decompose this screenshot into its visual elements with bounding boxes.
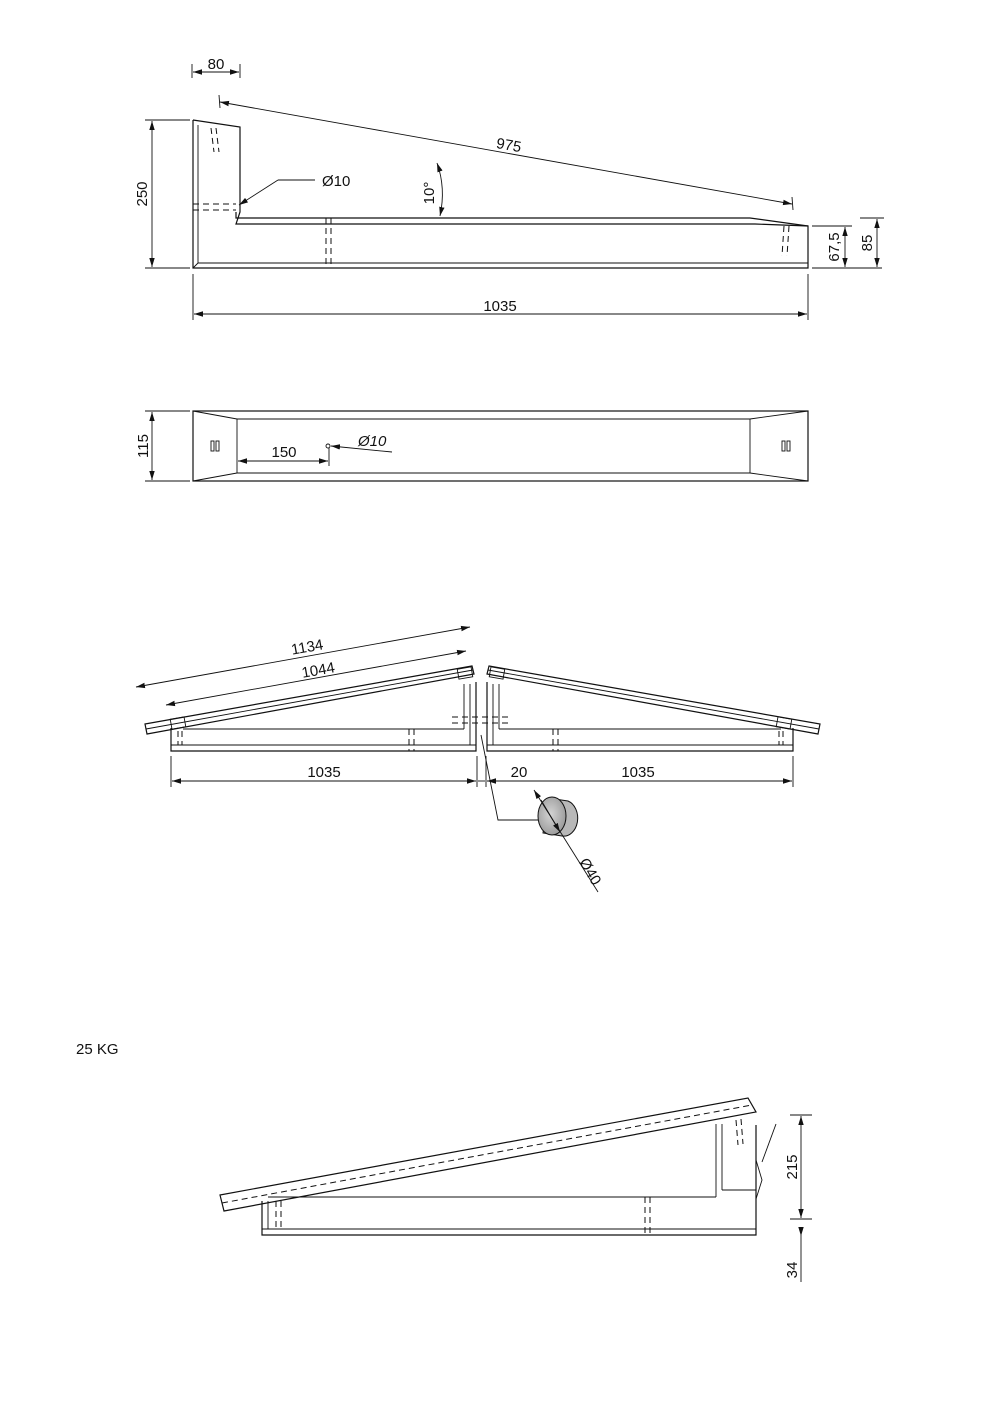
dim-assembly-bottom: 1035 20 1035 — [170, 756, 794, 787]
dim-folded-heights: 215 34 — [784, 1114, 812, 1282]
dim-length-1035: 1035 — [192, 274, 809, 320]
dim-label-pipe-40: Ø40 — [575, 855, 604, 888]
pipe-detail: Ø40 — [480, 734, 604, 893]
dim-width-80: 80 — [191, 56, 241, 78]
dim-label-975: 975 — [495, 135, 523, 156]
hole-callout: Ø10 — [238, 173, 350, 206]
dim-label-1044: 1044 — [300, 659, 336, 682]
folded-view: 215 34 — [219, 1097, 812, 1282]
dim-length-1044: 1044 — [165, 649, 467, 707]
dim-label-left-1035: 1035 — [307, 764, 340, 781]
dim-width-115: 115 — [135, 410, 190, 482]
dim-end-heights: 67,5 85 — [812, 217, 884, 269]
dim-label-right-1035: 1035 — [621, 764, 654, 781]
weight-note: 25 KG — [76, 1041, 119, 1058]
dim-angle-10: 10° — [421, 162, 445, 217]
top-view: 115 150 Ø10 — [135, 410, 809, 482]
assembly-view: 1134 1044 1035 20 1035 Ø40 — [135, 625, 821, 893]
dim-label-34: 34 — [784, 1262, 801, 1279]
hole-callout-top: Ø10 — [330, 433, 393, 453]
dim-label-85: 85 — [859, 235, 876, 252]
dim-label-80: 80 — [208, 56, 225, 73]
dim-hole-offset-150: 150 — [238, 444, 330, 466]
dim-height-250: 250 — [134, 119, 190, 269]
dim-label-gap-20: 20 — [511, 764, 528, 781]
dim-label-215: 215 — [784, 1154, 801, 1179]
dim-label-250: 250 — [134, 181, 151, 206]
dim-label-hole-10-top: Ø10 — [357, 433, 387, 450]
dim-label-67-5: 67,5 — [826, 232, 843, 261]
dim-label-115: 115 — [135, 434, 152, 458]
dim-label-1134: 1134 — [290, 636, 325, 658]
side-view: 80 250 975 Ø10 10° — [134, 56, 884, 320]
dim-label-1035: 1035 — [483, 298, 516, 315]
dim-label-hole-10: Ø10 — [322, 173, 350, 190]
dim-label-angle: 10° — [421, 182, 438, 205]
dim-slope-975: 975 — [218, 94, 794, 211]
dim-label-150: 150 — [271, 444, 296, 461]
